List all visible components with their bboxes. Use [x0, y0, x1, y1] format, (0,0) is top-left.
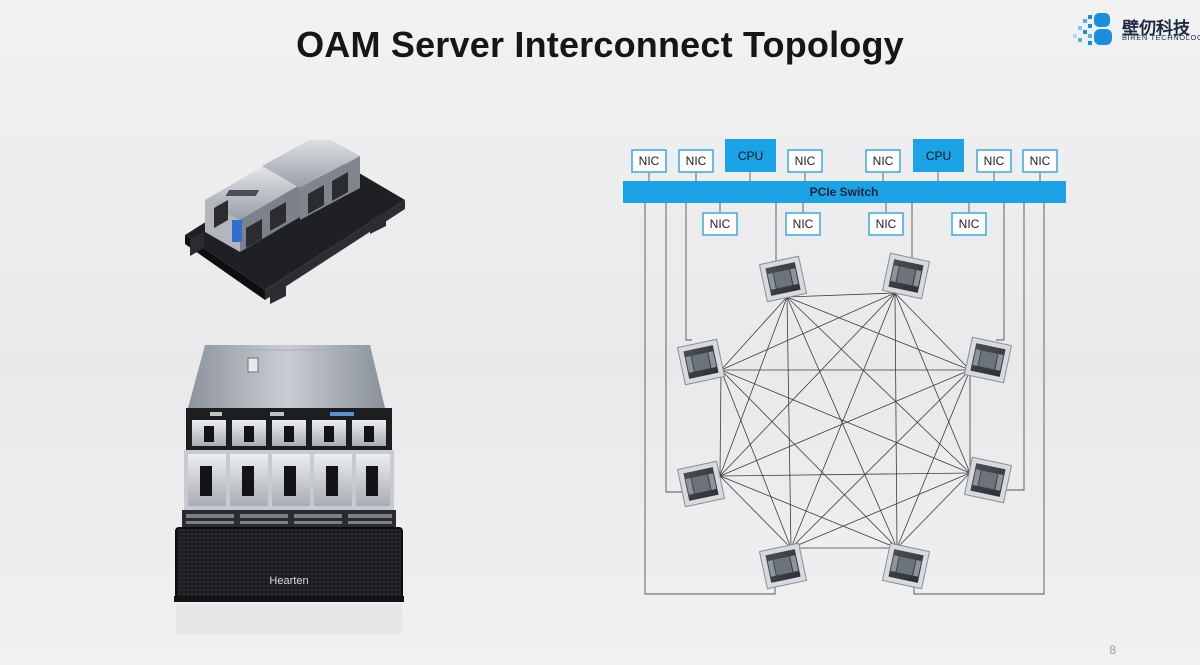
nic-box: NIC	[868, 212, 904, 236]
pcie-link	[685, 203, 692, 341]
nic-box: NIC	[785, 212, 821, 236]
nic-box: NIC	[678, 149, 714, 173]
nic-box: NIC	[702, 212, 738, 236]
logo-name-en: BIREN TECHNOLOGY	[1122, 33, 1200, 42]
server-brand-label: Hearten	[269, 575, 308, 587]
gpu-chip-icon	[758, 542, 808, 590]
mesh-link	[720, 292, 896, 371]
server-chassis-image: Hearten	[174, 345, 404, 634]
nic-box: NIC	[976, 149, 1012, 173]
cpu-label: CPU	[926, 149, 951, 163]
mesh-link	[720, 296, 788, 371]
nic-label: NIC	[795, 154, 816, 168]
pcie-link	[665, 203, 686, 493]
nic-label: NIC	[876, 217, 897, 231]
gpu-chip-icon	[881, 252, 931, 300]
interconnect-topology-diagram: PCIe Switch CPU CPU NIC NIC NIC NIC NIC …	[623, 139, 1066, 595]
mesh-link	[896, 369, 971, 549]
nic-box: NIC	[787, 149, 823, 173]
mesh-link	[786, 296, 792, 549]
gpu-chip-icon	[881, 542, 931, 590]
company-logo: 壁仞科技 BIREN TECHNOLOGY	[1072, 12, 1200, 46]
mesh-link	[894, 292, 971, 474]
mesh-link	[719, 369, 722, 477]
mesh-link	[719, 475, 898, 549]
pcie-switch-label: PCIe Switch	[810, 185, 879, 199]
mesh-link	[719, 292, 896, 477]
gpu-chip-icon	[758, 255, 808, 303]
mesh-link	[790, 472, 971, 549]
mesh-link	[786, 292, 896, 298]
gpu-chip-icon	[676, 460, 726, 508]
biren-b-logo-icon	[1073, 13, 1112, 45]
mesh-link	[720, 369, 971, 474]
slide-title: OAM Server Interconnect Topology	[296, 24, 904, 65]
nic-box: NIC	[865, 149, 901, 173]
pcie-link	[913, 203, 1045, 595]
cpu-label: CPU	[738, 149, 763, 163]
mesh-link	[719, 369, 971, 477]
nic-label: NIC	[710, 217, 731, 231]
cpu-box: CPU	[913, 139, 964, 172]
mesh-link	[719, 296, 788, 477]
gpu-nodes	[676, 252, 1013, 590]
pcie-link	[644, 203, 776, 595]
product-images: Hearten	[174, 140, 405, 634]
logo-name-cn: 壁仞科技	[1122, 19, 1190, 39]
mesh-link	[719, 472, 971, 477]
nic-label: NIC	[959, 217, 980, 231]
nic-box: NIC	[631, 149, 667, 173]
mesh-link	[786, 296, 971, 474]
nic-label: NIC	[1030, 154, 1051, 168]
gpu-chip-icon	[676, 338, 726, 386]
mesh-link	[790, 369, 971, 549]
connection-lines	[644, 172, 1045, 595]
nic-label: NIC	[793, 217, 814, 231]
pcie-link	[996, 203, 1005, 341]
nic-label: NIC	[873, 154, 894, 168]
nic-box: NIC	[951, 212, 987, 236]
cpu-box: CPU	[725, 139, 776, 172]
oam-baseboard-image	[185, 140, 405, 304]
pcie-link	[1003, 203, 1025, 491]
gpu-chip-icon	[963, 456, 1013, 504]
pcie-switch-bar	[623, 181, 1066, 203]
gpu-chip-icon	[963, 336, 1013, 384]
mesh-link	[894, 292, 971, 371]
nic-box: NIC	[1022, 149, 1058, 173]
nic-label: NIC	[639, 154, 660, 168]
mesh-link	[719, 475, 792, 549]
gpu-mesh-lines	[719, 292, 971, 549]
mesh-link	[894, 292, 898, 549]
page-number: 8	[1109, 643, 1116, 657]
nic-label: NIC	[686, 154, 707, 168]
mesh-link	[896, 472, 971, 549]
mesh-link	[720, 369, 898, 549]
nic-label: NIC	[984, 154, 1005, 168]
mesh-link	[720, 369, 792, 549]
